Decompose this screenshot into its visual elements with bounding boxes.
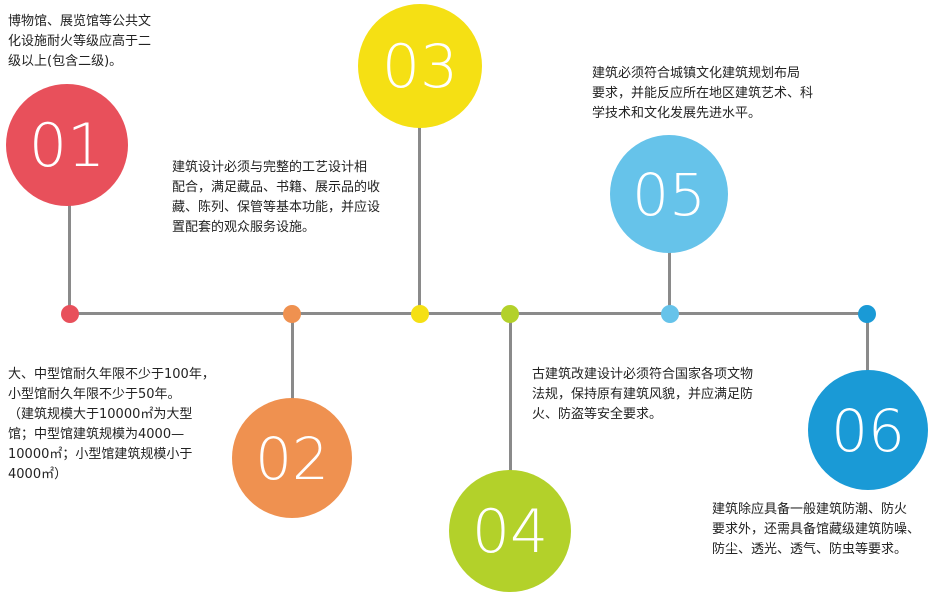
milestone-number-05: 05 <box>632 161 706 229</box>
milestone-number-01: 01 <box>29 111 105 181</box>
stem-01 <box>68 200 71 314</box>
timeline-axis <box>70 312 870 315</box>
timeline-dot-02 <box>283 305 301 323</box>
milestone-circle-05: 05 <box>610 135 728 253</box>
timeline-dot-03 <box>411 305 429 323</box>
milestone-circle-06: 06 <box>808 370 928 490</box>
milestone-circle-03: 03 <box>358 4 482 128</box>
stem-04 <box>509 313 512 476</box>
stem-05 <box>668 248 671 314</box>
stem-06 <box>866 313 869 373</box>
milestone-number-04: 04 <box>472 497 548 567</box>
timeline-dot-05 <box>661 305 679 323</box>
milestone-text-04: 古建筑改建设计必须符合国家各项文物 法规，保持原有建筑风貌，并应满足防 火、防盗… <box>532 367 754 422</box>
milestone-text-05: 建筑必须符合城镇文化建筑规划布局 要求，并能反应所在地区建筑艺术、科 学技术和文… <box>592 66 814 121</box>
stem-02 <box>291 313 294 403</box>
timeline-dot-04 <box>501 305 519 323</box>
milestone-text-06: 建筑除应具备一般建筑防潮、防火 要求外，还需具备馆藏级建筑防噪、 防尘、透光、透… <box>712 502 921 557</box>
milestone-number-03: 03 <box>382 32 458 102</box>
milestone-text-03: 建筑设计必须与完整的工艺设计相 配合，满足藏品、书籍、展示品的收 藏、陈列、保管… <box>172 160 381 235</box>
milestone-number-06: 06 <box>831 397 905 465</box>
timeline-dot-06 <box>858 305 876 323</box>
milestone-number-02: 02 <box>255 425 329 493</box>
milestone-text-02: 大、中型馆耐久年限不少于100年， 小型馆耐久年限不少于50年。 （建筑规模大于… <box>8 367 215 482</box>
milestone-circle-01: 01 <box>6 84 128 206</box>
timeline-dot-01 <box>61 305 79 323</box>
milestone-circle-02: 02 <box>232 398 352 518</box>
milestone-text-01: 博物馆、展览馆等公共文 化设施耐火等级应高于二 级以上(包含二级)。 <box>8 14 152 69</box>
stem-03 <box>418 120 421 314</box>
milestone-circle-04: 04 <box>449 470 571 592</box>
